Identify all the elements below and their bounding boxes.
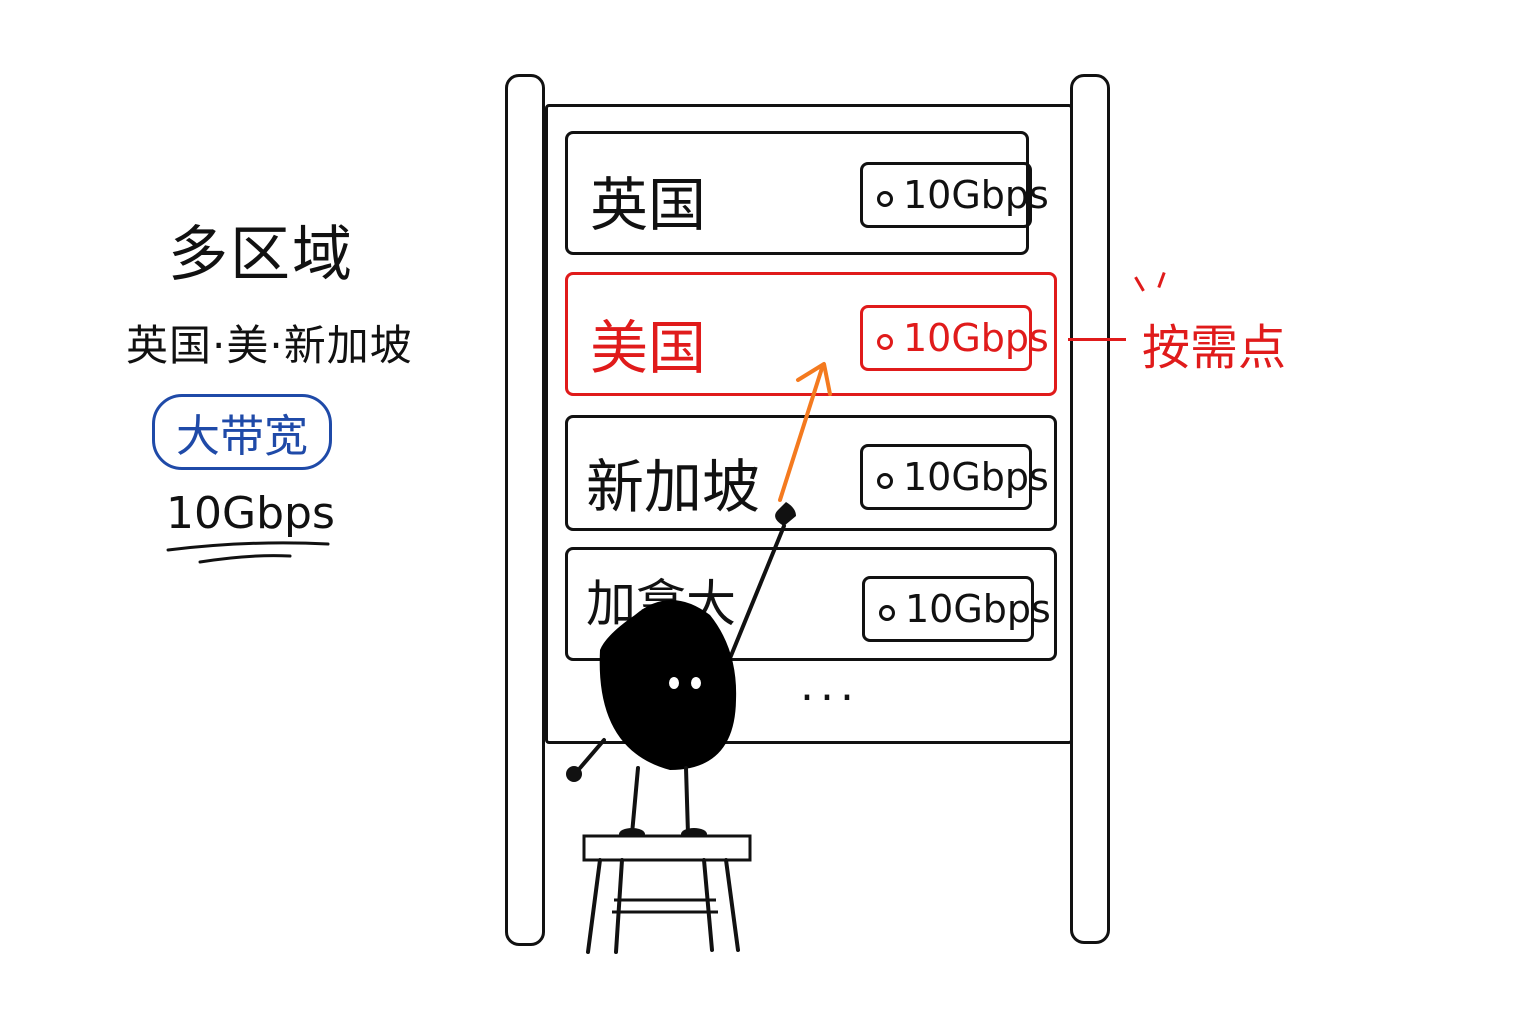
tag-hole-icon (879, 605, 895, 621)
board-post-left (505, 74, 545, 946)
speed-value: 10Gbps (905, 587, 1051, 631)
board-post-right (1070, 74, 1110, 944)
character-body (599, 600, 737, 770)
region-row-uk[interactable]: 英国 10Gbps (565, 131, 1049, 255)
spark-mark (1134, 276, 1145, 292)
callout-label: 按需点 (1142, 320, 1287, 376)
heading-multi-region: 多区域 (168, 220, 354, 290)
region-board: 英国 10Gbps 美国 10Gbps 新加坡 10Gbps 加拿大 10Gbp… (545, 104, 1073, 744)
regions-line: 英国·美·新加坡 (126, 321, 413, 370)
region-row-us[interactable]: 美国 10Gbps (565, 272, 1057, 396)
character-scene (566, 362, 832, 954)
region-label: 新加坡 (586, 453, 761, 521)
region-row-singapore[interactable]: 新加坡 10Gbps (565, 415, 1057, 531)
region-label: 美国 (590, 314, 707, 382)
tag-hole-icon (877, 191, 893, 207)
stool-seat (582, 834, 752, 862)
more-regions-ellipsis: ... (800, 660, 860, 711)
tag-hole-icon (877, 473, 893, 489)
tag-hole-icon (877, 334, 893, 350)
character-eye (691, 677, 701, 689)
underline-squiggle (166, 541, 330, 564)
speed-value: 10Gbps (903, 316, 1049, 360)
bandwidth-badge: 大带宽 (152, 394, 332, 470)
callout-leader-line (1068, 338, 1126, 341)
speed-value: 10Gbps (903, 455, 1049, 499)
pointing-arm (724, 524, 786, 670)
speed-tag: 10Gbps (862, 576, 1051, 642)
region-label: 英国 (590, 171, 707, 239)
selection-arrow-icon (778, 366, 824, 502)
speed-tag: 10Gbps (860, 305, 1049, 371)
stool-rung (612, 898, 718, 914)
stool-legs (586, 858, 740, 954)
speed-value: 10Gbps (903, 173, 1049, 217)
spark-mark (1157, 271, 1166, 289)
character-eye (669, 677, 679, 689)
bandwidth-value: 10Gbps (166, 488, 335, 539)
speed-tag: 10Gbps (860, 444, 1049, 510)
speed-tag: 10Gbps (860, 162, 1049, 228)
